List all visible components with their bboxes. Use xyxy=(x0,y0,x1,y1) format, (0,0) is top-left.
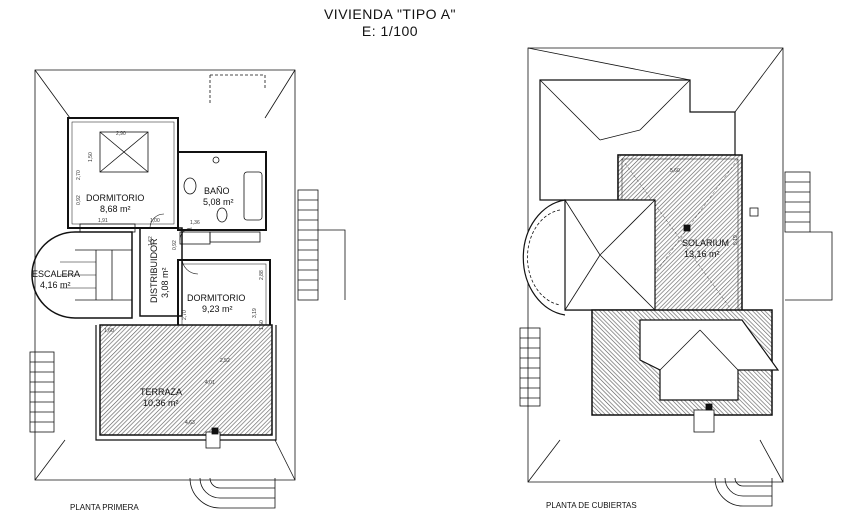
dim-4: 1,36 xyxy=(190,220,200,226)
wall-bano xyxy=(177,151,267,231)
area-bano: 5,08 m² xyxy=(203,197,234,207)
drawing-scale: E: 1/100 xyxy=(361,23,419,39)
roof-ext-stair-bottom xyxy=(714,477,773,507)
dim-1: 2,90 xyxy=(116,131,126,137)
escalera-outline xyxy=(31,231,133,319)
dome-stair xyxy=(522,199,566,316)
label-dormitorio-2: DORMITORIO xyxy=(187,293,245,303)
roof-ext-stair-left xyxy=(519,327,541,407)
ext-stair-right xyxy=(297,189,346,301)
dim-9: 2,70 xyxy=(182,310,188,320)
caption-planta-cubiertas: PLANTA DE CUBIERTAS xyxy=(546,501,637,510)
area-dormitorio-1: 8,68 m² xyxy=(100,204,131,214)
label-dormitorio-1: DORMITORIO xyxy=(86,193,144,203)
label-solarium: SOLARIUM xyxy=(682,238,729,248)
bathtub xyxy=(243,171,263,221)
roof-ext-stair-right xyxy=(784,171,833,301)
drawing-title: VIVIENDA "TIPO A" xyxy=(323,6,457,22)
dim-17: 1,62 xyxy=(148,236,154,246)
dim-6: 0,92 xyxy=(76,195,82,205)
dim-7: 1,50 xyxy=(88,152,94,162)
area-solarium: 13,16 m² xyxy=(684,249,720,259)
dim-15: 4,63 xyxy=(185,420,195,426)
dim-10: 3,19 xyxy=(252,308,258,318)
roof-dim-1: 5,60 xyxy=(670,168,680,174)
label-distribuidor: DISTRIBUIDOR xyxy=(149,238,159,303)
dim-8: 0,92 xyxy=(172,240,178,250)
caption-planta-primera: PLANTA PRIMERA xyxy=(70,503,139,512)
label-terraza: TERRAZA xyxy=(140,387,182,397)
dim-16: 1,60 xyxy=(104,328,114,334)
dim-14: 4,01 xyxy=(205,380,215,386)
roof-dim-2: 5,19 xyxy=(733,235,739,245)
area-escalera: 4,16 m² xyxy=(40,280,71,290)
dim-11: 1,50 xyxy=(259,320,265,330)
label-escalera: ESCALERA xyxy=(32,269,80,279)
ext-stair-left xyxy=(29,351,55,433)
dim-3: 1,00 xyxy=(150,218,160,224)
area-distribuidor: 3,08 m² xyxy=(160,267,170,298)
bed-1 xyxy=(99,131,149,173)
label-bano: BAÑO xyxy=(204,186,230,196)
planta-cubiertas xyxy=(519,47,833,507)
area-dormitorio-2: 9,23 m² xyxy=(202,304,233,314)
terraza-floor xyxy=(99,324,273,436)
dim-12: 2,52 xyxy=(220,358,230,364)
dim-13: 2,88 xyxy=(259,270,265,280)
hip-roof-tower xyxy=(564,199,656,311)
ext-stair-bottom xyxy=(189,477,276,509)
area-terraza: 10,36 m² xyxy=(143,398,179,408)
dim-2: 1,91 xyxy=(98,218,108,224)
dim-5: 2,70 xyxy=(76,170,82,180)
planta-primera xyxy=(29,69,346,509)
